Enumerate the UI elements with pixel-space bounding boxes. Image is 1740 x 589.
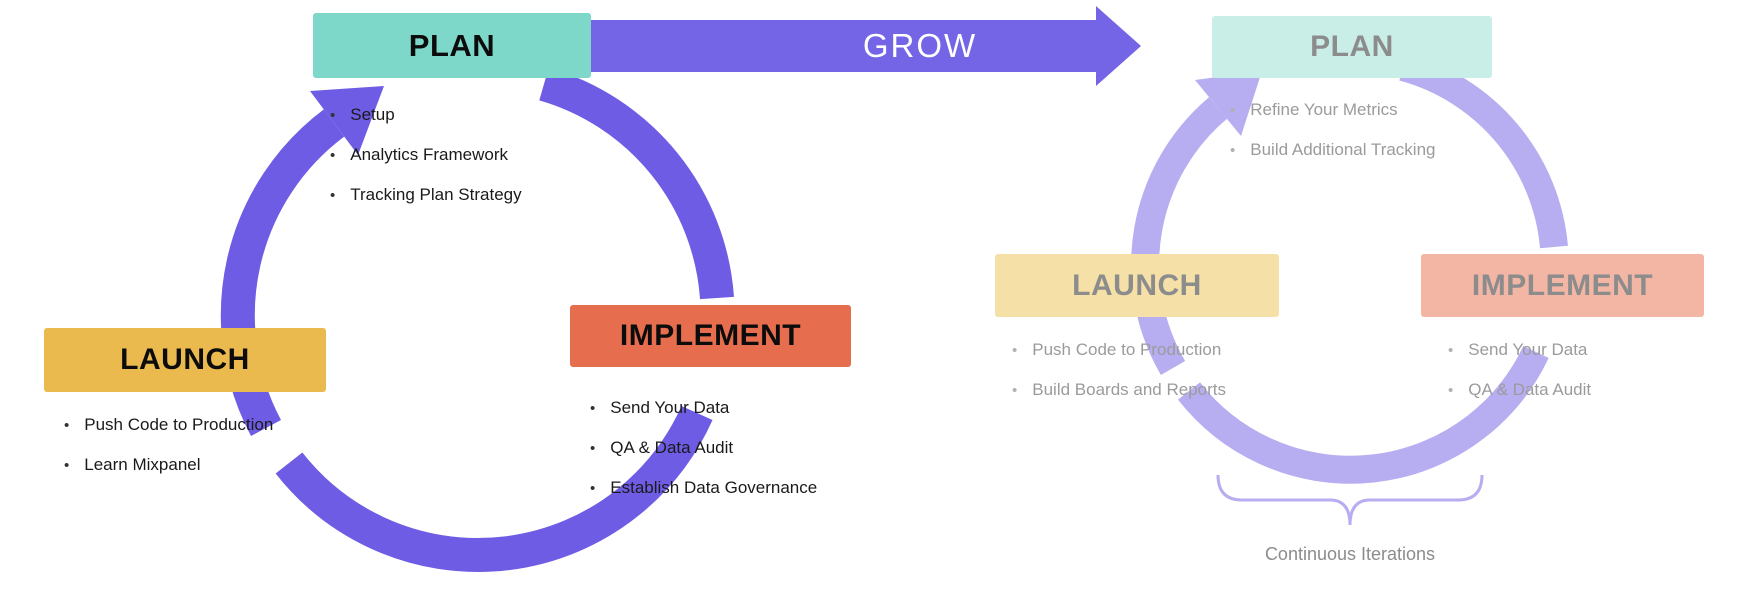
list-item-text: Establish Data Governance (610, 478, 818, 497)
list-item-text: Setup (350, 105, 395, 124)
list-item-text: Analytics Framework (350, 145, 509, 164)
continuous-iterations-brace-icon (1216, 474, 1484, 526)
list-item: Tracking Plan Strategy (330, 185, 522, 205)
bullet-icon (1012, 340, 1017, 360)
left-implement-box: IMPLEMENT (570, 305, 851, 367)
left-cycle-arrowhead-icon (310, 86, 384, 155)
right-plan-title: PLAN (1310, 30, 1394, 63)
right-launch-title: LAUNCH (1072, 268, 1202, 302)
bullet-icon (1448, 380, 1453, 400)
list-item-text: Tracking Plan Strategy (350, 185, 522, 204)
list-item: Build Additional Tracking (1230, 140, 1436, 160)
left-plan-bullet-list: Setup Analytics Framework Tracking Plan … (330, 105, 522, 205)
list-item: QA & Data Audit (1448, 380, 1591, 400)
right-implement-bullet-list: Send Your Data QA & Data Audit (1448, 340, 1591, 400)
bullet-icon (1448, 340, 1453, 360)
bullet-icon (590, 478, 595, 498)
bullet-icon (590, 398, 595, 418)
list-item: QA & Data Audit (590, 438, 817, 458)
right-cycle-arc-implement-to-launch (1177, 346, 1549, 484)
list-item: Send Your Data (1448, 340, 1591, 360)
list-item: Establish Data Governance (590, 478, 817, 498)
list-item: Build Boards and Reports (1012, 380, 1226, 400)
left-implement-title: IMPLEMENT (619, 319, 802, 352)
right-cycle-arc-plan-to-implement (1399, 53, 1568, 249)
bullet-icon (330, 185, 335, 205)
list-item: Learn Mixpanel (64, 455, 273, 475)
bullet-icon (1230, 100, 1235, 120)
left-cycle-arc-plan-to-implement (539, 67, 734, 300)
grow-arrow-icon (558, 6, 1141, 86)
list-item-text: Send Your Data (610, 398, 730, 417)
right-plan-bullet-list: Refine Your Metrics Build Additional Tra… (1230, 100, 1436, 160)
left-launch-bullet-list: Push Code to Production Learn Mixpanel (64, 415, 273, 475)
left-plan-box: PLAN (313, 13, 591, 78)
left-cycle-arc-implement-to-launch (275, 406, 713, 572)
list-item-text: QA & Data Audit (610, 438, 734, 457)
list-item-text: Build Additional Tracking (1250, 140, 1436, 159)
bullet-icon (64, 415, 69, 435)
list-item: Refine Your Metrics (1230, 100, 1436, 120)
bullet-icon (330, 105, 335, 125)
bullet-icon (590, 438, 595, 458)
right-launch-bullet-list: Push Code to Production Build Boards and… (1012, 340, 1226, 400)
continuous-iterations-caption: Continuous Iterations (1264, 544, 1436, 564)
left-launch-box: LAUNCH (44, 328, 326, 392)
list-item-text: Push Code to Production (84, 415, 274, 434)
grow-arrow-label: GROW (862, 27, 978, 64)
left-launch-title: LAUNCH (120, 343, 250, 376)
right-plan-box: PLAN (1212, 16, 1492, 78)
list-item: Analytics Framework (330, 145, 522, 165)
list-item-text: QA & Data Audit (1468, 380, 1592, 399)
list-item-text: Learn Mixpanel (84, 455, 201, 474)
list-item: Push Code to Production (1012, 340, 1226, 360)
list-item: Setup (330, 105, 522, 125)
bullet-icon (64, 455, 69, 475)
list-item: Push Code to Production (64, 415, 273, 435)
list-item-text: Send Your Data (1468, 340, 1588, 359)
bullet-icon (330, 145, 335, 165)
left-implement-bullet-list: Send Your Data QA & Data Audit Establish… (590, 398, 817, 498)
right-implement-title: IMPLEMENT (1471, 268, 1654, 302)
right-implement-box: IMPLEMENT (1421, 254, 1704, 317)
right-launch-box: LAUNCH (995, 254, 1279, 317)
right-cycle-arrowhead-icon (1195, 71, 1262, 136)
bullet-icon (1230, 140, 1235, 160)
list-item-text: Build Boards and Reports (1032, 380, 1226, 399)
list-item: Send Your Data (590, 398, 817, 418)
list-item-text: Refine Your Metrics (1250, 100, 1398, 119)
left-plan-title: PLAN (408, 27, 496, 63)
right-cycle-arc-launch-to-plan (1131, 97, 1228, 376)
bullet-icon (1012, 380, 1017, 400)
list-item-text: Push Code to Production (1032, 340, 1222, 359)
